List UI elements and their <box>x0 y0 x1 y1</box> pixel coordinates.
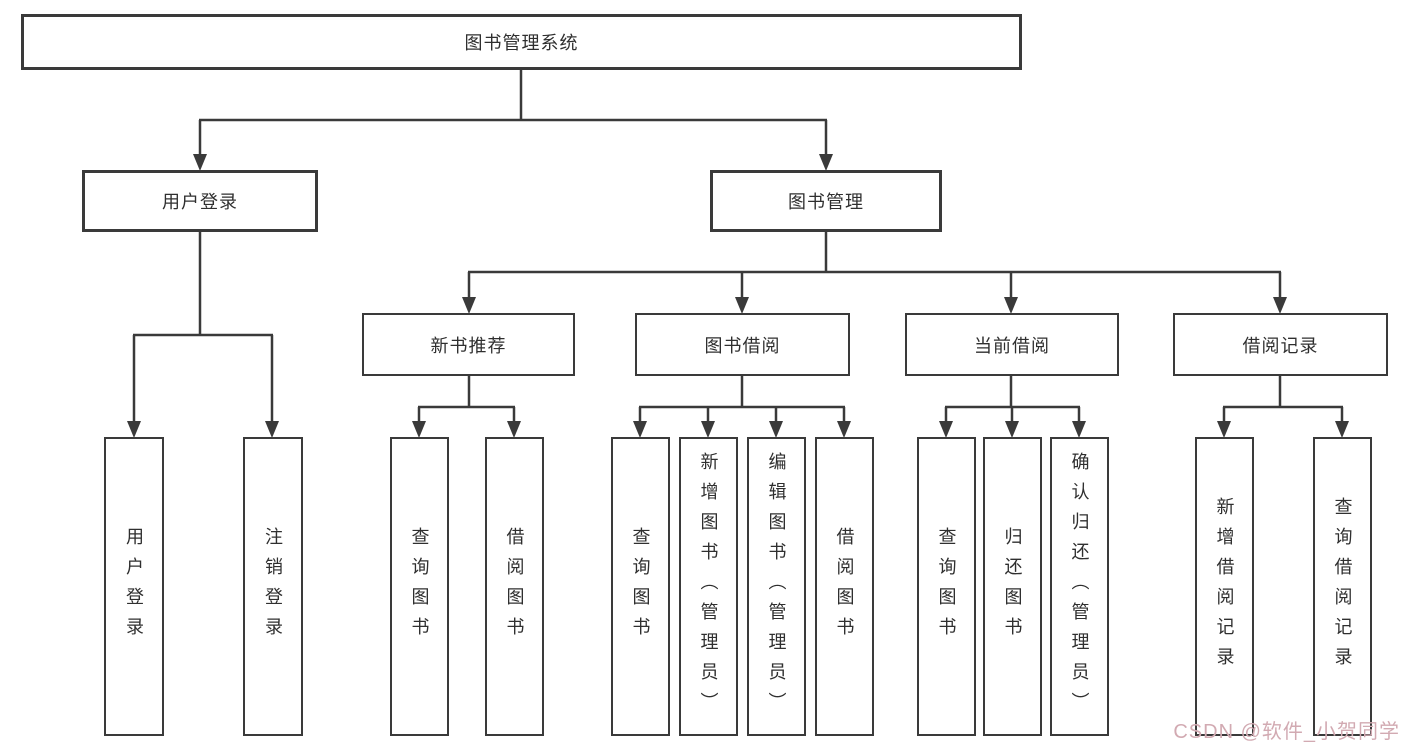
leaf-query-books-recommend: 查询图书 <box>390 437 449 736</box>
node-current-borrow-label: 当前借阅 <box>974 335 1050 356</box>
leaf-confirm-return-admin: 确认归还（管理员） <box>1050 437 1109 736</box>
leaf-query-books-borrow-label: 查询图书 <box>630 526 651 647</box>
node-library-system-label: 图书管理系统 <box>464 33 579 53</box>
node-book-borrow: 图书借阅 <box>635 313 850 376</box>
leaf-return-books-label: 归还图书 <box>1002 526 1023 647</box>
leaf-edit-books-admin-label: 编辑图书（管理员） <box>766 451 787 722</box>
leaf-add-borrow-record: 新增借阅记录 <box>1195 437 1254 736</box>
leaf-borrow-books: 借阅图书 <box>815 437 874 736</box>
leaf-query-books-recommend-label: 查询图书 <box>409 526 430 647</box>
node-borrow-records-label: 借阅记录 <box>1242 335 1319 356</box>
leaf-logout: 注销登录 <box>243 437 303 736</box>
leaf-logout-label: 注销登录 <box>263 526 283 647</box>
node-current-borrow: 当前借阅 <box>905 313 1119 376</box>
leaf-borrow-books-recommend-label: 借阅图书 <box>504 526 525 647</box>
leaf-return-books: 归还图书 <box>983 437 1042 736</box>
node-book-borrow-label: 图书借阅 <box>704 335 781 356</box>
leaf-user-login: 用户登录 <box>104 437 164 736</box>
node-book-management-label: 图书管理 <box>788 192 864 212</box>
node-new-book-recommend: 新书推荐 <box>362 313 575 376</box>
node-book-management: 图书管理 <box>710 170 942 232</box>
leaf-add-borrow-record-label: 新增借阅记录 <box>1214 496 1235 677</box>
csdn-watermark: CSDN @软件_小贺同学 <box>1173 721 1400 743</box>
arrowheads <box>127 154 1349 438</box>
leaf-query-borrow-record: 查询借阅记录 <box>1313 437 1372 736</box>
leaf-add-books-admin-label: 新增图书（管理员） <box>698 451 719 722</box>
node-library-system: 图书管理系统 <box>21 14 1022 70</box>
leaf-borrow-books-label: 借阅图书 <box>834 526 855 647</box>
leaf-add-books-admin: 新增图书（管理员） <box>679 437 738 736</box>
node-new-book-recommend-label: 新书推荐 <box>430 335 507 356</box>
leaf-query-books-borrow: 查询图书 <box>611 437 670 736</box>
leaf-query-books-current: 查询图书 <box>917 437 976 736</box>
leaf-query-books-current-label: 查询图书 <box>936 526 957 647</box>
leaf-confirm-return-admin-label: 确认归还（管理员） <box>1069 451 1090 722</box>
node-borrow-records: 借阅记录 <box>1173 313 1388 376</box>
leaf-query-borrow-record-label: 查询借阅记录 <box>1332 496 1353 677</box>
node-user-login-label: 用户登录 <box>162 192 238 212</box>
leaf-user-login-label: 用户登录 <box>124 526 144 647</box>
leaf-borrow-books-recommend: 借阅图书 <box>485 437 544 736</box>
tree-edges <box>132 70 1344 423</box>
node-user-login: 用户登录 <box>82 170 318 232</box>
leaf-edit-books-admin: 编辑图书（管理员） <box>747 437 806 736</box>
